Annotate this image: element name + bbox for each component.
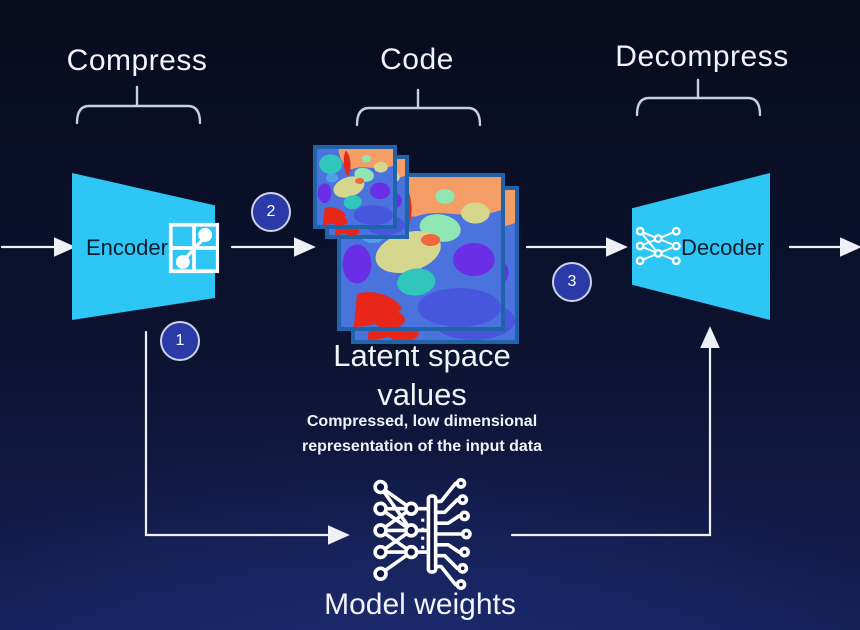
stage-label-compress: Compress [66,44,208,77]
step-badge-1: 1 [160,321,200,361]
step-badge-3: 3 [552,262,592,302]
latent-subtitle-line2: representation of the input data [301,438,543,455]
grid-compress-icon [168,222,220,274]
decoder-label: Decoder [681,235,765,260]
step-number: 3 [567,273,577,290]
latent-image-small [313,145,397,229]
neural-network-icon [635,224,682,268]
encoder-to-weights-arrow [144,330,350,545]
compress-bracket [75,85,202,125]
latent-subtitle-line1: Compressed, low dimensional [306,413,538,430]
neural-circuit-icon [368,478,478,590]
model-weights-label: Model weights [324,588,516,621]
latent-image-large [337,173,505,331]
step-number: 1 [175,332,185,349]
latent-title-line2: values [377,377,467,412]
stage-label-decompress: Decompress [615,40,789,73]
step-number: 2 [266,203,276,220]
encoder-label: Encoder [86,235,168,260]
stage-label-code: Code [380,43,454,76]
decompress-bracket [635,78,762,117]
step-badge-2: 2 [251,192,291,232]
latent-title-line1: Latent space [333,338,511,373]
code-bracket [355,88,482,127]
